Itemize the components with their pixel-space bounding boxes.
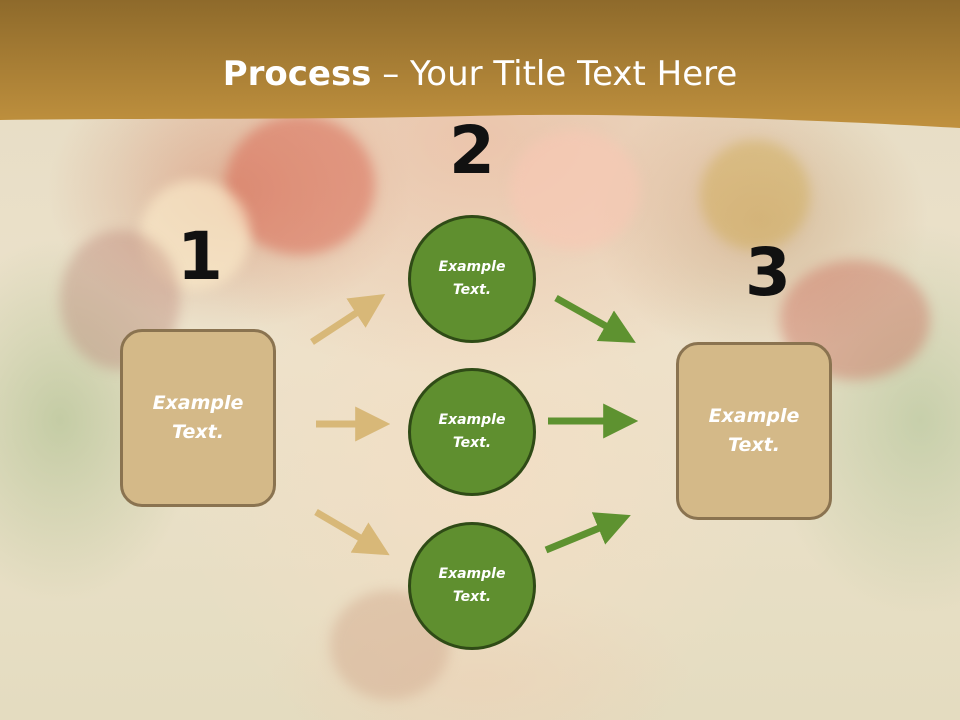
background-flower (140, 180, 250, 290)
background-flower (700, 140, 810, 250)
step-number-1: 1 (177, 218, 223, 295)
title-bold: Process (222, 54, 372, 94)
title-rest: – Your Title Text Here (371, 54, 738, 94)
top-circle: Example Text. (408, 215, 536, 343)
left-text-box: Example Text. (120, 329, 276, 507)
arrow-to-bottom-circle (314, 508, 390, 556)
step-number-3: 3 (745, 234, 791, 311)
middle-circle: Example Text. (408, 368, 536, 496)
arrow-from-bottom-circle (544, 512, 631, 554)
page-title: Process – Your Title Text Here (0, 52, 960, 96)
step-number-2: 2 (449, 112, 495, 189)
header-band (0, 0, 960, 150)
background-flower (225, 115, 375, 255)
background-flower (510, 130, 640, 250)
arrow-from-top-circle (554, 294, 636, 343)
arrow-to-top-circle (310, 294, 386, 345)
right-text-box: Example Text. (676, 342, 832, 520)
bottom-circle: Example Text. (408, 522, 536, 650)
